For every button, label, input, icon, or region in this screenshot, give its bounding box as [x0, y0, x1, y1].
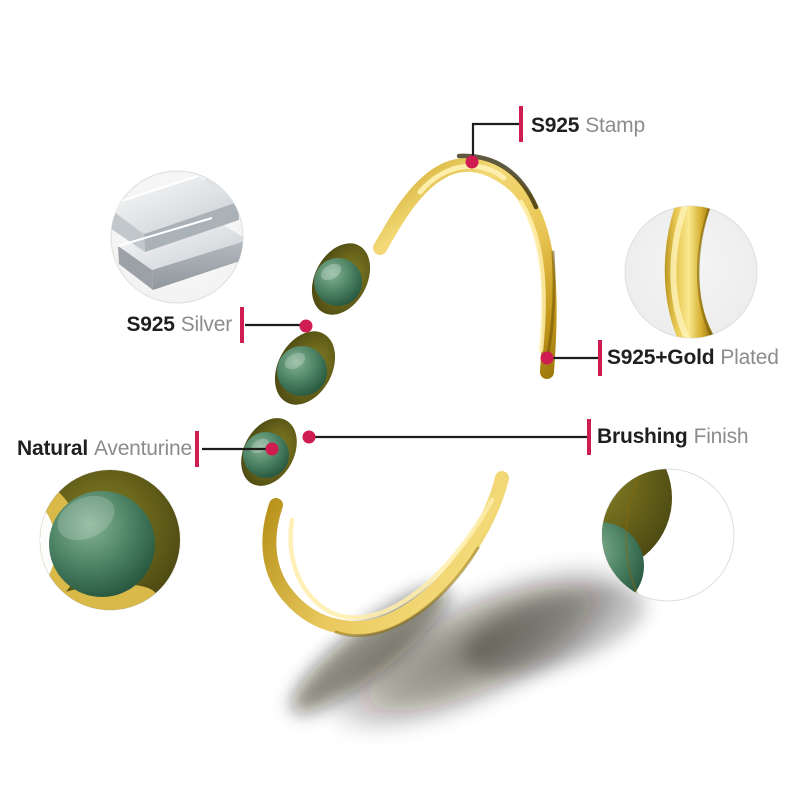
- gold-plated-anchor-dot: [540, 351, 554, 365]
- brushing-label-rest: Finish: [693, 425, 749, 448]
- silver-ingots-inset: [110, 170, 244, 304]
- brushing-marker-bar: [587, 419, 591, 455]
- aventurine-bead: [243, 432, 289, 478]
- silver-label-bold: S925: [126, 313, 175, 336]
- brushing-inset: [601, 468, 735, 602]
- aventurine-bead: [277, 346, 327, 396]
- brushing-anchor-dot: [302, 430, 316, 444]
- aventurine-label-bold: Natural: [17, 437, 88, 460]
- brushing-label-bold: Brushing: [597, 425, 688, 448]
- aventurine-anchor-dot: [265, 442, 279, 456]
- gold-plated-label-bold: S925+Gold: [607, 346, 715, 369]
- stamp-label-bold: S925: [531, 114, 580, 137]
- stamp-marker-bar: [519, 106, 523, 142]
- gold-plating-inset: [624, 205, 758, 339]
- gold-plated-marker-bar: [598, 340, 602, 376]
- bangle-wire-bottom: [262, 471, 509, 638]
- silver-marker-bar: [240, 307, 244, 343]
- annotation-markers: [202, 122, 598, 451]
- bangle-wire-top: [373, 153, 557, 379]
- aventurine-bead: [314, 258, 362, 306]
- silver-label-rest: Silver: [180, 313, 233, 336]
- silver-ingots-icon: [111, 175, 243, 290]
- gold-plated-label-rest: Plated: [720, 346, 779, 369]
- aventurine-label-rest: Aventurine: [93, 437, 192, 460]
- aventurine-marker-bar: [195, 431, 199, 467]
- annotation-bars: [195, 106, 602, 467]
- stamp-label-rest: Stamp: [585, 114, 645, 137]
- stamp-anchor-dot: [465, 155, 479, 169]
- silver-anchor-dot: [299, 319, 313, 333]
- gold-wire-closeup-icon: [664, 206, 715, 338]
- stamp-leader-line: [471, 122, 521, 157]
